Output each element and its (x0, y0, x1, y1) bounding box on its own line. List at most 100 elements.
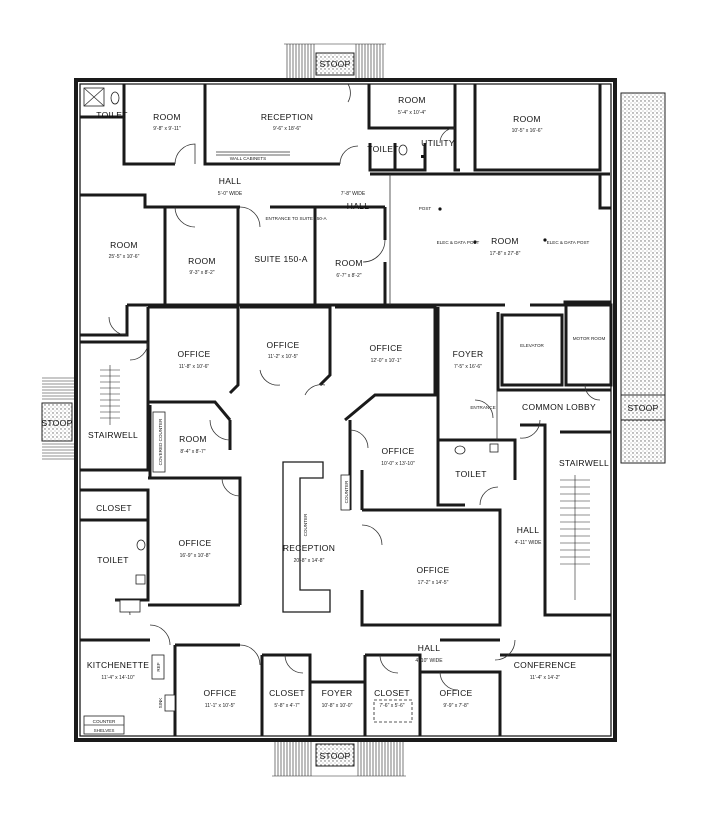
room-label: RECEPTION (283, 543, 335, 553)
room-label: STAIRWELL (88, 430, 138, 440)
wall-cabinets-label: WALL CABINETS (230, 156, 266, 161)
sink-kitchen (164, 694, 176, 712)
hall-dim: 4'-11" WIDE (515, 540, 542, 546)
room-dim: 9'-6" x 18'-6" (273, 126, 301, 132)
hall-label: HALL (517, 525, 539, 535)
room-dim: 9'-9" x 7'-8" (443, 703, 468, 709)
room-label: UTILITY (421, 138, 455, 148)
stairwell-right-treads (560, 475, 590, 600)
entrance-label: ENTRANCE TO SUITE 150-A (265, 216, 327, 221)
ref-label: REF (156, 662, 161, 671)
fixtures (83, 87, 547, 735)
hall-label: HALL (219, 176, 241, 186)
room-dim: 11'-2" x 10'-5" (268, 354, 299, 360)
ref-box (151, 654, 165, 680)
sink-w (135, 574, 146, 585)
room-dim: 17'-2" x 14'-5" (418, 580, 449, 586)
covered-counter-label: COVERED COUNTER (158, 418, 163, 465)
hall-dim: 4'-10" WIDE (415, 658, 443, 664)
room-label: ROOM (188, 256, 216, 266)
room-dim: 9'-8" x 9'-11" (153, 126, 181, 132)
room-label: COMMON LOBBY (522, 402, 596, 412)
sink-label: SINK (158, 697, 163, 709)
elec-post-label: ELEC & DATA POST (547, 240, 590, 245)
left-stoop-pad (41, 402, 73, 442)
room-label: ROOM (513, 114, 541, 124)
room-label: OFFICE (417, 565, 450, 575)
room-label: CONFERENCE (514, 660, 577, 670)
toilet-fixture-n (398, 144, 408, 156)
left-steps (42, 377, 76, 460)
room-label: CLOSET (374, 688, 410, 698)
suite-label: SUITE 150-A (254, 254, 307, 264)
room-label: OFFICE (267, 340, 300, 350)
room-dim: 9'-3" x 8'-2" (189, 270, 214, 276)
hall-label: HALL (347, 201, 369, 211)
room-dim: 25'-5" x 10'-6" (109, 254, 140, 260)
room-dim: 17'-8" x 27'-8" (490, 251, 521, 257)
room-label: TOILET (96, 110, 127, 120)
stairwell-left-treads (100, 365, 120, 425)
hall-dim: 5'-0" WIDE (218, 191, 243, 197)
room-dim: 10'-0" x 13'-10" (381, 461, 415, 467)
room-dim: 8'-4" x 8'-7" (180, 449, 205, 455)
room-label: OFFICE (204, 688, 237, 698)
counter-box (340, 474, 351, 511)
room-label: RECEPTION (261, 112, 313, 122)
room-label: TOILET (97, 555, 128, 565)
stoop-bottom-label: STOOP (319, 751, 350, 761)
stoop-right-label: STOOP (627, 403, 658, 413)
shelves-w (119, 599, 141, 613)
toilet-fixture-w (136, 539, 146, 551)
bottom-steps (272, 742, 406, 777)
top-stoop-pad (315, 52, 355, 76)
post-3 (543, 238, 547, 242)
counter-label: COUNTER (344, 480, 349, 503)
room-dim: 11'-8" x 10'-6" (179, 364, 210, 370)
counter-label: COUNTER (303, 513, 308, 536)
room-dim: 10'-8" x 10'-0" (322, 703, 353, 709)
room-label: ROOM (179, 434, 207, 444)
room-dim: 10'-5" x 16'-6" (512, 128, 543, 134)
covered-counter-box (152, 411, 166, 473)
room-label: OFFICE (440, 688, 473, 698)
room-label: KITCHENETTE (87, 660, 149, 670)
sink-e (489, 443, 499, 453)
room-dim: 12'-0" x 10'-1" (371, 358, 402, 364)
room-label: FOYER (322, 688, 353, 698)
room-dim: 7'-5" x 16'-6" (454, 364, 482, 370)
post-label: POST (419, 206, 432, 211)
entrance-label: ENTRANCE (470, 405, 495, 410)
room-label: TOILET (367, 144, 398, 154)
room-dim: 11'-4" x 14'-10" (101, 675, 134, 681)
top-steps (284, 43, 386, 80)
room-dim: 5'-4" x 10'-4" (398, 110, 426, 116)
room-label: ROOM (398, 95, 426, 105)
post-1 (438, 207, 442, 211)
room-dim: 16'-9" x 10'-8" (180, 553, 211, 559)
room-label: OFFICE (382, 446, 415, 456)
room-label: OFFICE (178, 349, 211, 359)
room-label: CLOSET (269, 688, 305, 698)
room-label: ROOM (110, 240, 138, 250)
counter-label: COUNTER (93, 719, 116, 724)
room-label: ROOM (491, 236, 519, 246)
stoop-left-label: STOOP (41, 418, 72, 428)
room-label: CLOSET (96, 503, 132, 513)
motor-room-label: MOTOR ROOM (573, 336, 606, 341)
labels: TOILET ROOM 9'-8" x 9'-11" RECEPTION 9'-… (87, 95, 609, 733)
room-label: ROOM (153, 112, 181, 122)
elec-post-label: ELEC & DATA POST (437, 240, 480, 245)
right-stoop-pad (620, 394, 666, 421)
shelves-label: SHELVES (94, 728, 115, 733)
room-dim: 6'-7" x 8'-2" (336, 273, 361, 279)
toilet-fixture-e (454, 445, 466, 455)
room-label: OFFICE (179, 538, 212, 548)
hall-dim: 7'-8" WIDE (341, 191, 366, 197)
exterior: STOOP STOOP STOOP (41, 43, 666, 777)
room-label: ROOM (335, 258, 363, 268)
room-dim: 20'-8" x 14'-8" (294, 558, 325, 564)
room-label: STAIRWELL (559, 458, 609, 468)
room-label: TOILET (455, 469, 486, 479)
